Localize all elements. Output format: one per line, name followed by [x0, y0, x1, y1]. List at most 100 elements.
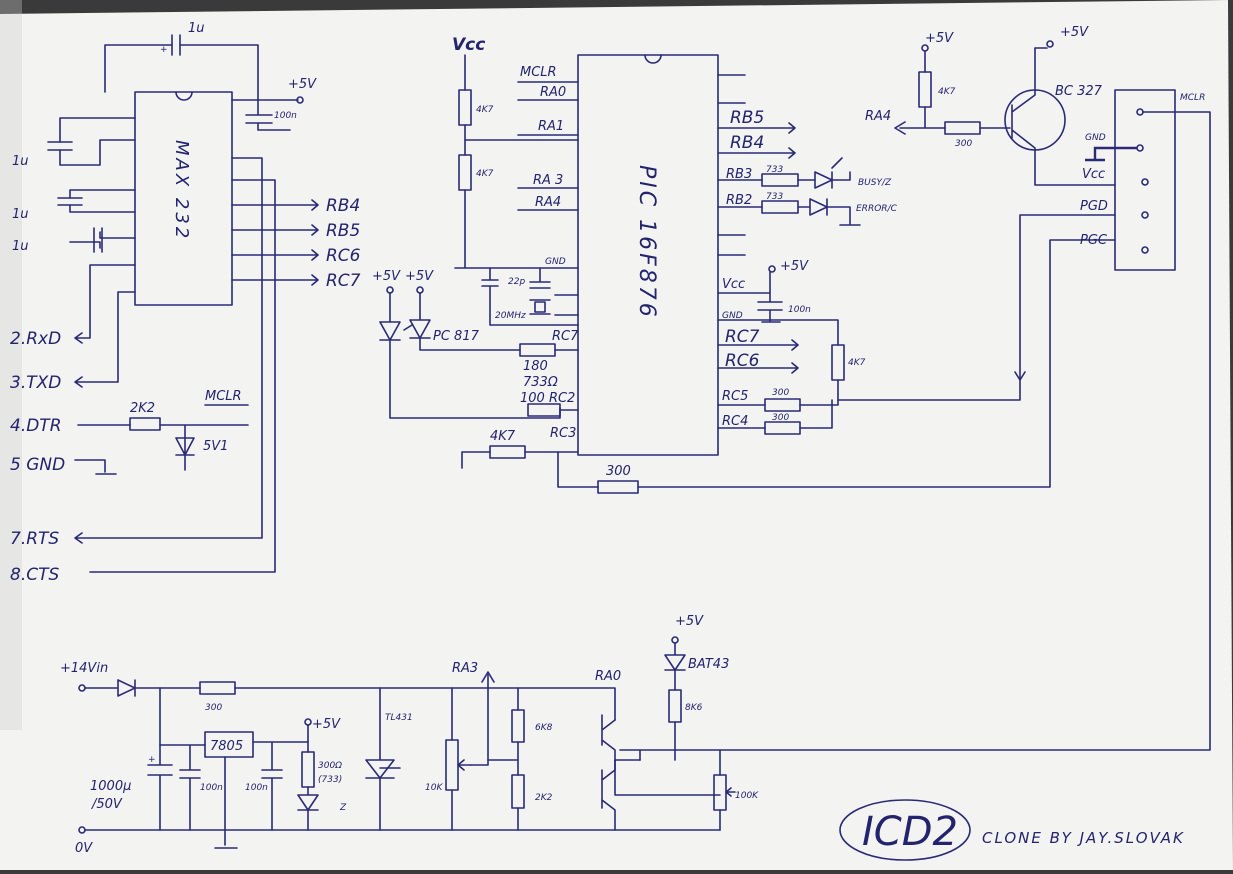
pwr-ov: 0V	[75, 841, 93, 856]
max232-chip	[134, 91, 233, 306]
opto-v1: +5V	[372, 269, 401, 284]
pic-ra0: RA0	[540, 85, 566, 100]
pic-vcc: Vcc	[452, 35, 485, 55]
opto-name: PC 817	[433, 329, 480, 344]
pic-rc3-r: 4K7	[490, 429, 516, 444]
pic-rc6-right: RC6	[725, 351, 760, 371]
pic-rb5: RB5	[730, 108, 764, 128]
max232-notch	[175, 91, 193, 101]
max-cap-vcc: 100n	[274, 111, 297, 121]
serial-rts: 7.RTS	[10, 529, 59, 549]
pwr-reg: 7805	[210, 739, 243, 754]
credit: CLONE BY JAY.SLOVAK	[982, 829, 1185, 847]
pic-mclr: MCLR	[520, 65, 557, 80]
pic-xtal: 20MHz	[495, 311, 526, 321]
tr-v5b: +5V	[1060, 25, 1089, 40]
pwr-cap-v: /50V	[91, 797, 123, 812]
pwr-ra3: RA3	[452, 661, 478, 676]
pic-rc4: RC4	[722, 414, 748, 429]
pic-r733: 733Ω	[523, 375, 558, 390]
pic-rc7: RC7	[552, 329, 579, 344]
pic-right-cap: 100n	[788, 305, 811, 315]
regulator-7805	[204, 731, 254, 758]
pic-rc7-right: RC7	[725, 327, 760, 347]
cap-left2: 1u	[12, 207, 29, 222]
serial-rxd: 2.RxD	[10, 329, 61, 349]
pic-rc5: RC5	[722, 389, 748, 404]
conn-gnd: GND	[1085, 133, 1106, 143]
max-out-rc7: RC7	[326, 271, 361, 291]
pwr-r8k6: 8K6	[685, 703, 703, 713]
pic-rb3: RB3	[726, 167, 752, 182]
pwr-c100b: 100n	[245, 783, 268, 793]
pic-ra1: RA1	[538, 119, 564, 134]
pwr-pot: 10K	[425, 783, 443, 793]
svg-text:+: +	[160, 45, 168, 55]
r-rb3: 733	[766, 165, 783, 175]
cap-left3: 1u	[12, 239, 29, 254]
pic-r300-bottom: 300	[606, 464, 631, 479]
conn-pgc: PGC	[1080, 233, 1108, 248]
tr-transistor: BC 327	[1055, 84, 1103, 99]
pwr-r2k2: 2K2	[535, 793, 553, 803]
pwr-bat: BAT43	[688, 657, 729, 672]
tr-v5a: +5V	[925, 31, 954, 46]
r-pull: 4K7	[848, 358, 866, 368]
pwr-r300: 300	[205, 703, 222, 713]
icsp-connector	[1114, 89, 1176, 271]
pic-ra4: RA4	[535, 195, 561, 210]
pwr-r-led2: (733)	[318, 775, 342, 785]
tr-rbase: 300	[955, 139, 972, 149]
pwr-tl: TL431	[385, 713, 413, 723]
max-vcc-label: +5V	[288, 77, 317, 92]
pic-right-vcc: Vcc	[722, 277, 745, 292]
r-rb2: 733	[766, 192, 783, 202]
pic-r2: 4K7	[476, 169, 494, 179]
conn-vcc: Vcc	[1082, 167, 1105, 182]
pic-rc2: 100 RC2	[520, 391, 575, 406]
serial-dtr: 4.DTR	[10, 416, 62, 436]
pic-label: PIC 16F876	[634, 165, 659, 320]
pwr-cap: 1000μ	[90, 779, 131, 794]
conn-mclr: MCLR	[1180, 93, 1205, 103]
cap-left1: 1u	[12, 154, 29, 169]
tr-r: 4K7	[938, 87, 956, 97]
pwr-r6k8: 6K8	[535, 723, 553, 733]
pwr-led: Z	[339, 803, 347, 813]
max232-label: MAX 232	[171, 140, 192, 241]
pic-rc3: RC3	[550, 426, 576, 441]
max-out-rb5: RB5	[326, 221, 360, 241]
pwr-r100k: 100K	[735, 791, 759, 801]
pic-rb4: RB4	[730, 133, 764, 153]
pic-gnd: GND	[545, 257, 566, 267]
led-error: ERROR/C	[856, 204, 898, 214]
pic-v5: +5V	[780, 259, 809, 274]
serial-txd: 3.TXD	[10, 373, 61, 393]
pic-rc7-r: 180	[523, 359, 548, 374]
pwr-r-led: 300Ω	[318, 761, 342, 771]
pwr-vin: +14Vin	[60, 661, 108, 676]
tr-ra4: RA4	[865, 109, 891, 124]
conn-pgd: PGD	[1080, 199, 1108, 214]
serial-cts: 8.CTS	[10, 565, 59, 585]
serial-gnd: 5 GND	[10, 455, 65, 475]
pic-r1: 4K7	[476, 105, 494, 115]
max-out-rc6: RC6	[326, 246, 361, 266]
paper-shadow	[0, 0, 22, 730]
pwr-v5b: +5V	[675, 614, 704, 629]
max-out-rb4: RB4	[326, 196, 360, 216]
r-rc4: 300	[772, 413, 789, 423]
mclr-dtr: MCLR	[205, 389, 242, 404]
cap-top-value: 1u	[188, 21, 205, 36]
r-rc5: 300	[772, 388, 789, 398]
title-ellipse	[839, 799, 971, 861]
title: ICD2	[862, 809, 958, 855]
pic-cap: 22p	[508, 277, 525, 287]
zener-value: 5V1	[203, 439, 228, 454]
pic-rb2: RB2	[726, 193, 752, 208]
opto-v2: +5V	[405, 269, 434, 284]
pwr-v5: +5V	[312, 717, 341, 732]
pwr-ra0: RA0	[595, 669, 621, 684]
